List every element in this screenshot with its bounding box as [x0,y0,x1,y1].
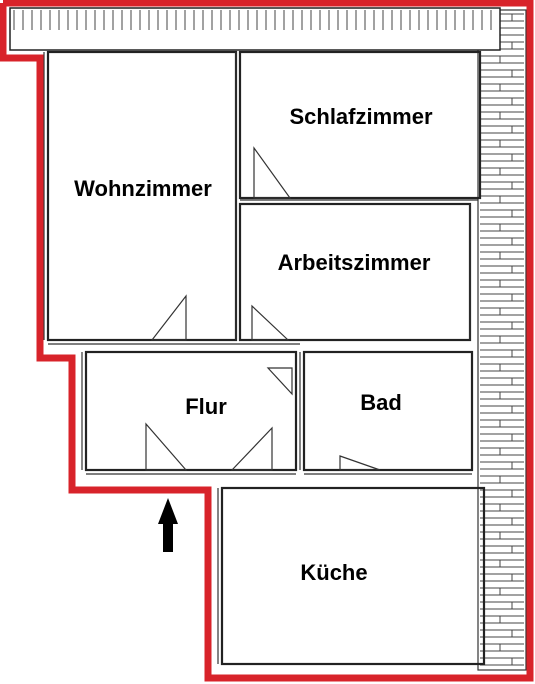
label-kueche: Küche [300,560,367,585]
label-arbeitszimmer: Arbeitszimmer [278,250,431,275]
label-wohnzimmer: Wohnzimmer [74,176,212,201]
door-swings [145,146,381,471]
room-flur [84,350,298,472]
room-kueche [220,486,486,666]
label-flur: Flur [185,394,227,419]
room-schlafzimmer [238,50,482,200]
label-schlafzimmer: Schlafzimmer [289,104,432,129]
room-bad [302,350,474,472]
arrow-up-icon [158,498,178,552]
wall-details [43,52,478,664]
label-bad: Bad [360,390,402,415]
top-window-band [9,7,501,51]
exterior-wall-hatching [477,9,527,671]
